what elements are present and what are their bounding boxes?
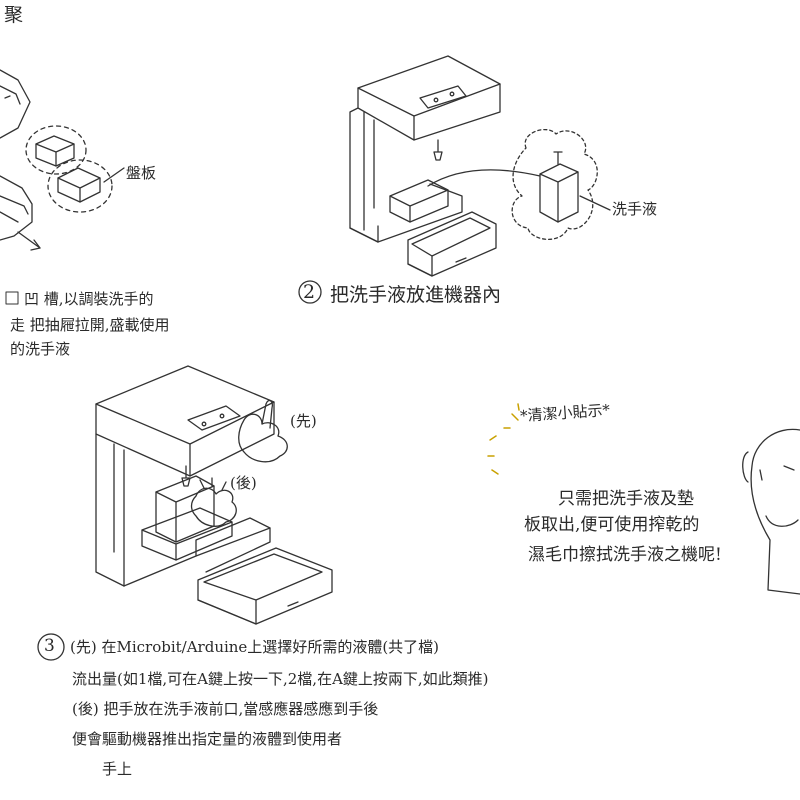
tip-line-2: 板取出,便可使用搾乾的 xyxy=(524,510,699,535)
step2-machine xyxy=(350,56,610,276)
later-tag: (後) xyxy=(230,472,257,493)
step3-number: 3 xyxy=(44,636,55,656)
step3-line-2: 流出量(如1檔,可在A鍵上按一下,2檔,在A鍵上按兩下,如此類推) xyxy=(72,668,489,689)
tip-line-3: 濕毛巾擦拭洗手液之機呢! xyxy=(528,540,722,565)
character-drawing xyxy=(743,429,800,594)
liquid-label: 洗手液 xyxy=(612,198,657,219)
step3-line-5: 手上 xyxy=(102,758,132,779)
step3-line-1: (先) 在Microbit/Arduine上選擇好所需的液體(共了檔) xyxy=(70,636,439,657)
tray-label: 盤板 xyxy=(126,162,156,183)
step3-line-3: (後) 把手放在洗手液前口,當感應器感應到手後 xyxy=(72,698,378,719)
tray-pieces xyxy=(26,126,124,212)
step2-number: 2 xyxy=(303,281,315,303)
first-tag: (先) xyxy=(290,410,317,431)
tip-line-1: 只需把洗手液及墊 xyxy=(558,484,694,509)
sparkle-marks xyxy=(488,404,519,474)
step2-caption: 把洗手液放進機器內 xyxy=(330,280,501,307)
step3-machine xyxy=(96,366,332,624)
step1-line-1: 凹 槽,以調裝洗手的 xyxy=(24,288,154,309)
step1-line-3: 的洗手液 xyxy=(10,338,70,359)
step3-line-4: 便會驅動機器推出指定量的液體到使用者 xyxy=(72,728,342,749)
heading-fragment: 聚 xyxy=(4,0,23,27)
step1-line-2: 走 把抽屜拉開,盛載使用 xyxy=(10,314,170,335)
step1-machine xyxy=(0,70,40,250)
